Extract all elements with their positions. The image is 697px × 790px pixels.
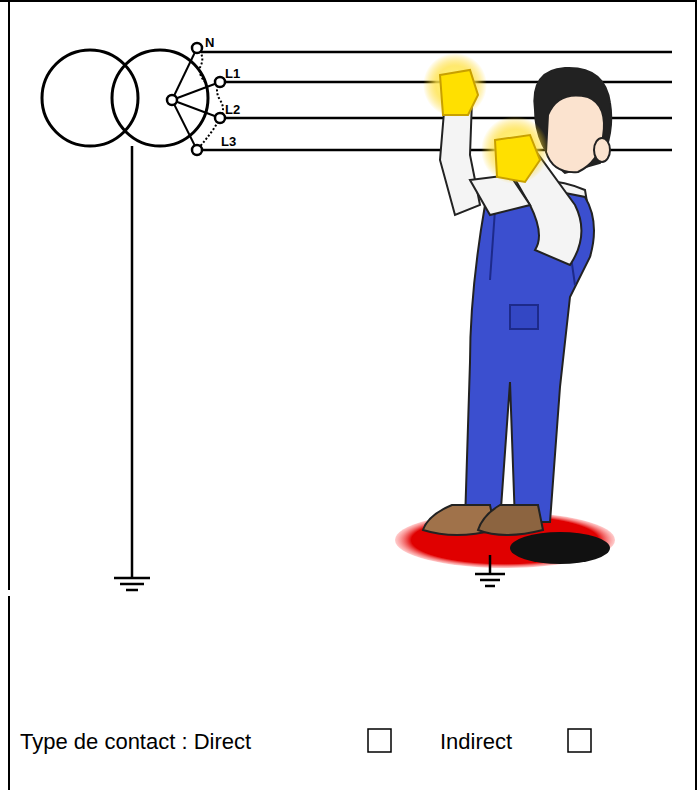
phase-label: L3	[221, 135, 236, 148]
question-text: Type de contact : Direct	[20, 731, 251, 753]
electric-contact-glow	[423, 53, 549, 184]
transformer-symbol	[42, 50, 208, 146]
phase-label: N	[205, 36, 214, 49]
phase-label: L2	[225, 103, 240, 116]
earth-wire	[114, 146, 150, 590]
shadow	[510, 532, 610, 564]
option-text: Indirect	[440, 731, 512, 753]
worker-figure	[423, 68, 611, 535]
checkbox	[368, 729, 591, 752]
phase-label: L1	[225, 67, 240, 80]
earth-symbol	[475, 555, 505, 586]
terminal-dot	[167, 43, 225, 155]
star-winding	[172, 48, 223, 150]
